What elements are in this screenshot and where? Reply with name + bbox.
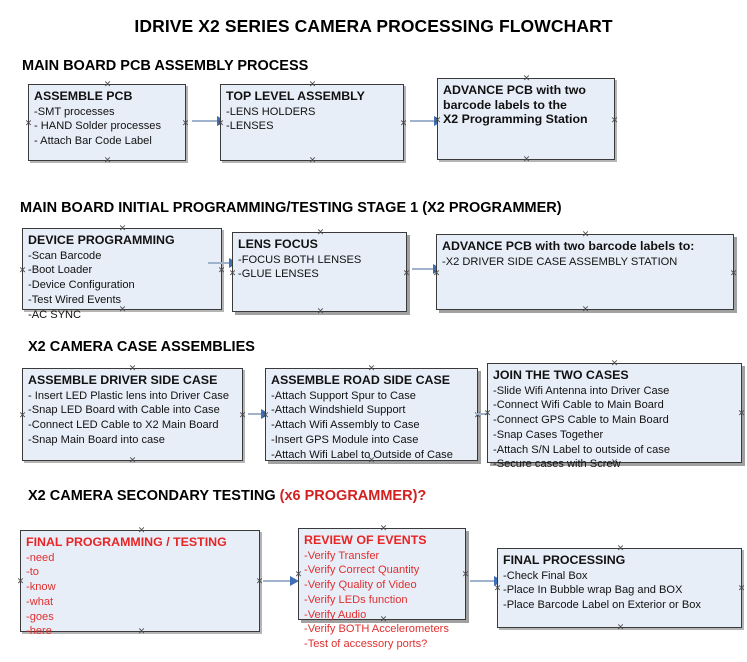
connector-assemble-pcb-to-top-level-assembly bbox=[192, 116, 226, 126]
connector-lens-focus-to-advance-pcb bbox=[412, 264, 442, 274]
node-line: -LENS HOLDERS bbox=[226, 105, 316, 118]
node-line: -Snap Main Board into case bbox=[28, 433, 165, 446]
node-line: - Insert LED Plastic lens into Driver Ca… bbox=[28, 389, 229, 402]
node-title: REVIEW OF EVENTS bbox=[304, 533, 427, 547]
node-final-programming-testing[interactable]: FINAL PROGRAMMING / TESTING -need -to -k… bbox=[20, 530, 260, 637]
resize-handle-bottom[interactable] bbox=[103, 156, 112, 165]
resize-handle-bottom[interactable] bbox=[581, 305, 590, 314]
node-line: -AC SYNC bbox=[28, 308, 82, 321]
resize-handle-bottom[interactable] bbox=[616, 623, 625, 632]
node-line: -Snap LED Board with Cable into Case bbox=[28, 404, 220, 417]
node-title: DEVICE PROGRAMMING bbox=[28, 233, 175, 247]
node-line: -goes bbox=[26, 610, 54, 623]
node-line: -FOCUS BOTH LENSES bbox=[238, 253, 362, 266]
node-line: -Attach Wifi Label to Outside of Case bbox=[271, 448, 453, 461]
node-line: -Check Final Box bbox=[503, 569, 588, 582]
connector-device-programming-to-lens-focus bbox=[208, 258, 238, 268]
section-heading-text: X2 CAMERA SECONDARY TESTING bbox=[28, 488, 280, 504]
section-heading-x2-camera-secondary-testing: X2 CAMERA SECONDARY TESTING (x6 PROGRAMM… bbox=[28, 488, 426, 504]
node-title: ADVANCE PCB with two barcode labels to t… bbox=[443, 83, 588, 127]
node-line: -Snap Cases Together bbox=[493, 428, 604, 441]
connector-driver-side-to-road-side bbox=[248, 409, 270, 419]
node-assemble-road-side-case[interactable]: ASSEMBLE ROAD SIDE CASE -Attach Support … bbox=[265, 368, 478, 461]
node-line: -Insert GPS Module into Case bbox=[271, 433, 419, 446]
node-line: -Scan Barcode bbox=[28, 249, 102, 262]
node-title: JOIN THE TWO CASES bbox=[493, 368, 629, 382]
node-line: -Place Barcode Label on Exterior or Box bbox=[503, 599, 701, 612]
node-line: - HAND Solder processes bbox=[34, 120, 162, 133]
section-heading-text: MAIN BOARD INITIAL PROGRAMMING/TESTING S… bbox=[20, 200, 562, 216]
node-title: FINAL PROGRAMMING / TESTING bbox=[26, 535, 227, 549]
node-advance-pcb-to-x2-programming-station[interactable]: ADVANCE PCB with two barcode labels to t… bbox=[437, 78, 615, 160]
node-line: -Verify BOTH Accelerometers bbox=[304, 623, 449, 636]
node-line: -what bbox=[26, 595, 54, 608]
node-line: -Test Wired Events bbox=[28, 293, 122, 306]
resize-handle-bottom[interactable] bbox=[522, 155, 531, 164]
node-advance-pcb-to-driver-side-case-assembly[interactable]: ADVANCE PCB with two barcode labels to: … bbox=[436, 234, 734, 310]
node-line: -SMT processes bbox=[34, 105, 115, 118]
section-heading-main-board-initial-programming-testing-stage-1: MAIN BOARD INITIAL PROGRAMMING/TESTING S… bbox=[20, 200, 562, 216]
node-title: LENS FOCUS bbox=[238, 237, 318, 251]
node-line: -Place In Bubble wrap Bag and BOX bbox=[503, 584, 683, 597]
node-line: -need bbox=[26, 551, 55, 564]
node-line: -to bbox=[26, 566, 39, 579]
node-device-programming[interactable]: DEVICE PROGRAMMING -Scan Barcode -Boot L… bbox=[22, 228, 222, 321]
node-line: -Verify LEDs function bbox=[304, 593, 408, 606]
node-title: ADVANCE PCB with two barcode labels to: bbox=[442, 239, 695, 253]
node-line: -know bbox=[26, 581, 56, 594]
node-line: -Device Configuration bbox=[28, 279, 135, 292]
node-line: -Attach Support Spur to Case bbox=[271, 389, 416, 402]
node-line: -Connect LED Cable to X2 Main Board bbox=[28, 419, 219, 432]
node-line: -Verify Transfer bbox=[304, 549, 380, 562]
node-line: -here bbox=[26, 625, 52, 638]
node-title: ASSEMBLE PCB bbox=[34, 89, 133, 103]
node-line: -X2 DRIVER SIDE CASE ASSEMBLY STATION bbox=[442, 255, 678, 268]
connector-top-level-assembly-to-advance-pcb bbox=[410, 116, 443, 126]
node-line: -Verify Audio bbox=[304, 608, 367, 621]
node-line-overflow: -Test of accessory ports? bbox=[304, 638, 428, 651]
node-title: ASSEMBLE ROAD SIDE CASE bbox=[271, 373, 450, 387]
node-join-the-two-cases[interactable]: JOIN THE TWO CASES -Slide Wifi Antenna i… bbox=[487, 363, 742, 470]
node-line: -Secure cases with Screw bbox=[493, 458, 621, 471]
resize-handle-bottom[interactable] bbox=[128, 456, 137, 465]
node-line: -LENSES bbox=[226, 120, 274, 133]
node-title: ASSEMBLE DRIVER SIDE CASE bbox=[28, 373, 218, 387]
section-heading-text: X2 CAMERA CASE ASSEMBLIES bbox=[28, 339, 255, 355]
connector-review-of-events-to-final-processing bbox=[470, 576, 503, 586]
node-line: -Attach Windshield Support bbox=[271, 404, 406, 417]
node-line: -Connect GPS Cable to Main Board bbox=[493, 414, 669, 427]
node-line: -Boot Loader bbox=[28, 264, 93, 277]
node-line: -Verify Quality of Video bbox=[304, 579, 417, 592]
node-top-level-assembly[interactable]: TOP LEVEL ASSEMBLY -LENS HOLDERS -LENSES bbox=[220, 84, 404, 161]
resize-handle-bottom[interactable] bbox=[308, 156, 317, 165]
node-review-of-events[interactable]: REVIEW OF EVENTS -Verify Transfer -Verif… bbox=[298, 528, 466, 650]
connector-final-programming-to-review-of-events bbox=[263, 576, 299, 586]
resize-handle-bottom[interactable] bbox=[316, 307, 325, 316]
section-heading-text: MAIN BOARD PCB ASSEMBLY PROCESS bbox=[22, 58, 309, 74]
node-final-processing[interactable]: FINAL PROCESSING -Check Final Box -Place… bbox=[497, 548, 742, 628]
node-lens-focus[interactable]: LENS FOCUS -FOCUS BOTH LENSES -GLUE LENS… bbox=[232, 232, 407, 312]
section-heading-main-board-pcb-assembly-process: MAIN BOARD PCB ASSEMBLY PROCESS bbox=[22, 58, 308, 74]
node-assemble-pcb[interactable]: ASSEMBLE PCB -SMT processes - HAND Solde… bbox=[28, 84, 186, 161]
section-heading-annotation: (x6 PROGRAMMER)? bbox=[279, 488, 427, 504]
node-title: FINAL PROCESSING bbox=[503, 553, 626, 567]
node-line: -Attach S/N Label to outside of case bbox=[493, 443, 670, 456]
page-title: IDRIVE X2 SERIES CAMERA PROCESSING FLOWC… bbox=[134, 16, 613, 36]
node-line: - Attach Bar Code Label bbox=[34, 135, 152, 148]
node-line: -Attach Wifi Assembly to Case bbox=[271, 419, 420, 432]
section-heading-x2-camera-case-assemblies: X2 CAMERA CASE ASSEMBLIES bbox=[28, 339, 255, 355]
node-line: -GLUE LENSES bbox=[238, 268, 319, 281]
node-line: -Verify Correct Quantity bbox=[304, 564, 420, 577]
node-line: -Connect Wifi Cable to Main Board bbox=[493, 399, 664, 412]
node-assemble-driver-side-case[interactable]: ASSEMBLE DRIVER SIDE CASE - Insert LED P… bbox=[22, 368, 243, 461]
node-line: -Slide Wifi Antenna into Driver Case bbox=[493, 384, 670, 397]
node-title: TOP LEVEL ASSEMBLY bbox=[226, 89, 365, 103]
